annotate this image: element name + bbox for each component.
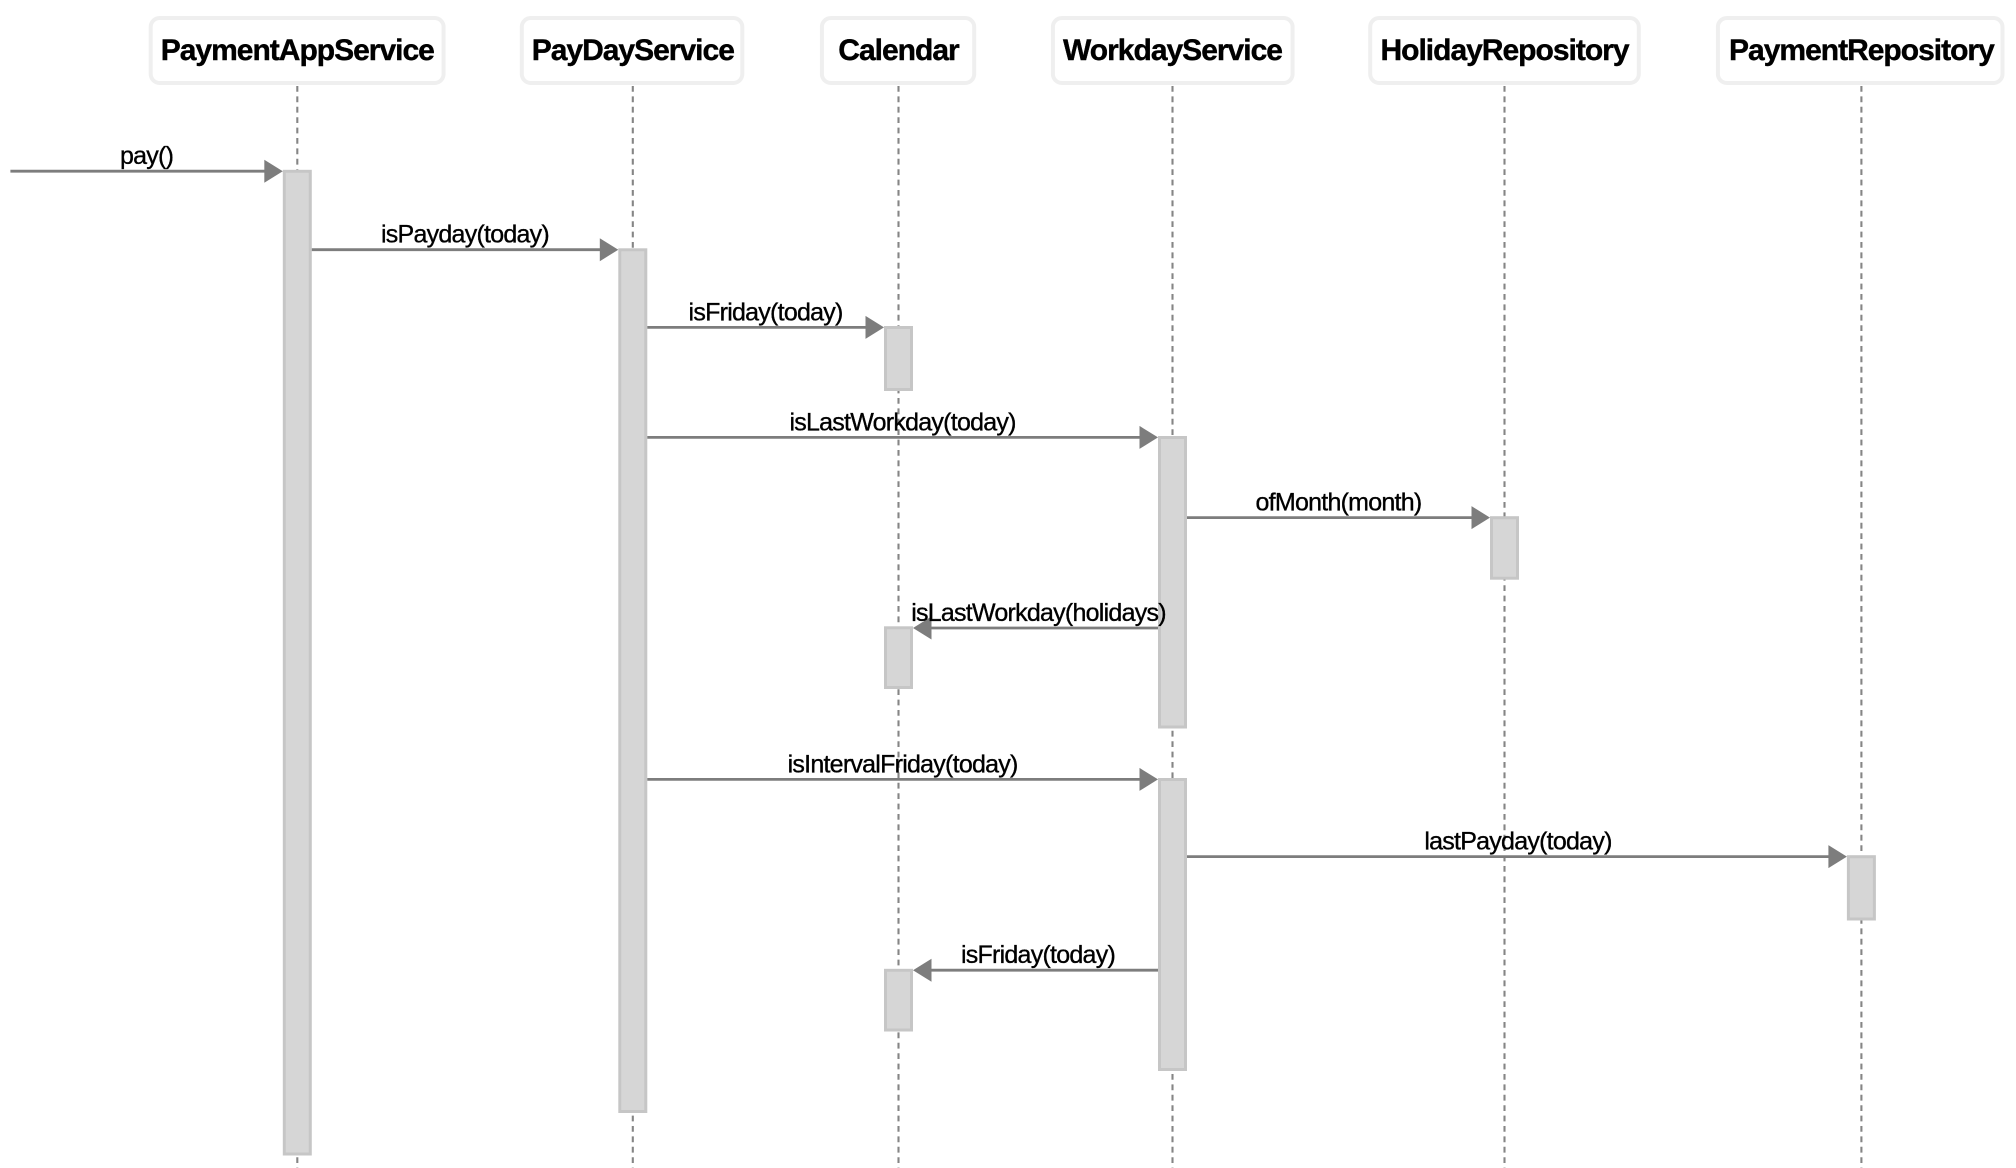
svg-text:isFriday(today): isFriday(today) bbox=[689, 298, 843, 326]
svg-text:isIntervalFriday(today): isIntervalFriday(today) bbox=[788, 750, 1018, 778]
svg-text:ofMonth(month): ofMonth(month) bbox=[1256, 489, 1422, 517]
svg-text:pay(): pay() bbox=[120, 142, 173, 170]
svg-text:Calendar: Calendar bbox=[838, 34, 960, 67]
svg-text:PayDayService: PayDayService bbox=[532, 34, 734, 67]
svg-text:isLastWorkday(holidays): isLastWorkday(holidays) bbox=[911, 599, 1166, 627]
svg-text:isPayday(today): isPayday(today) bbox=[381, 221, 549, 249]
svg-text:HolidayRepository: HolidayRepository bbox=[1380, 34, 1629, 67]
svg-text:PaymentRepository: PaymentRepository bbox=[1729, 34, 1995, 67]
svg-text:PaymentAppService: PaymentAppService bbox=[161, 34, 434, 67]
svg-text:isFriday(today): isFriday(today) bbox=[961, 941, 1115, 969]
svg-text:isLastWorkday(today): isLastWorkday(today) bbox=[789, 408, 1015, 436]
svg-text:WorkdayService: WorkdayService bbox=[1063, 34, 1282, 67]
svg-text:lastPayday(today): lastPayday(today) bbox=[1424, 828, 1611, 856]
